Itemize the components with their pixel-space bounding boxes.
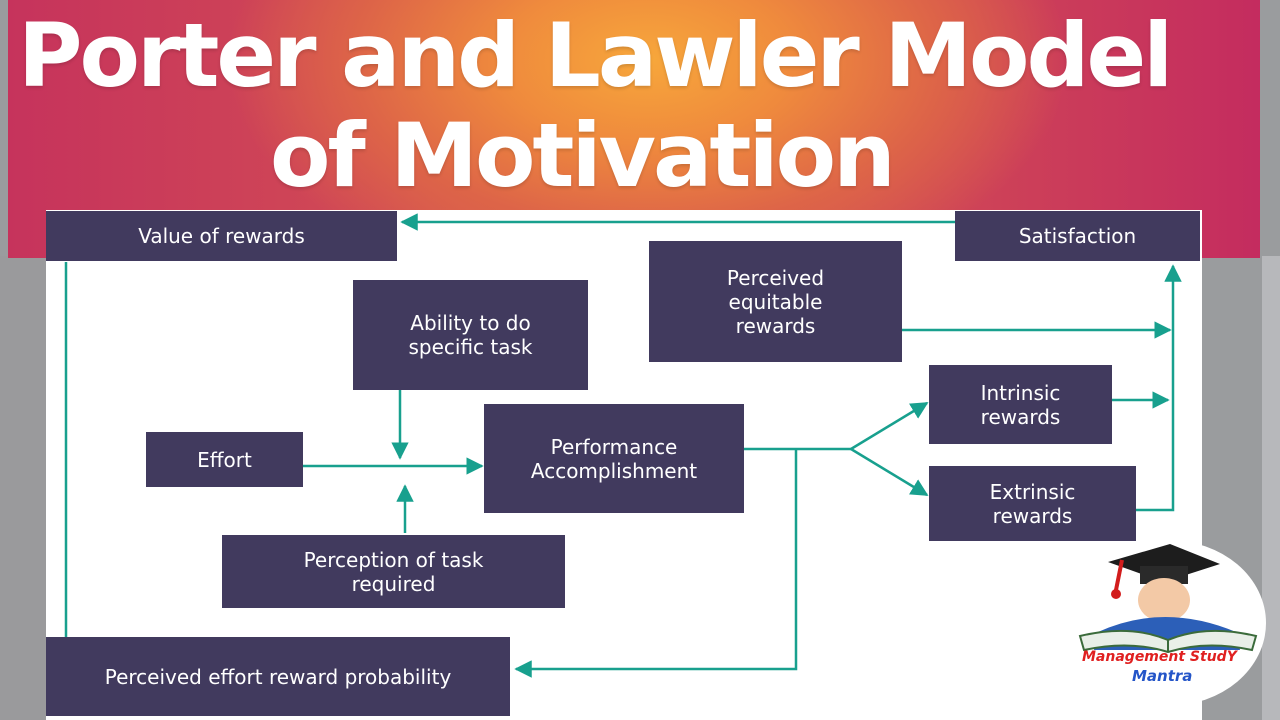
box-intrinsic-rewards: Intrinsic rewards (929, 365, 1112, 444)
logo (1070, 540, 1266, 706)
background-right (1262, 256, 1280, 720)
page-title-line-2: of Motivation (270, 104, 896, 207)
arrow-to-extrinsic (850, 447, 929, 497)
arrow-performance-to-probability (514, 449, 798, 678)
box-value-of-rewards: Value of rewards (46, 211, 397, 261)
box-performance-accomplishment: Performance Accomplishment (484, 404, 744, 513)
box-perception-of-task-required: Perception of task required (222, 535, 565, 608)
background-left (0, 256, 46, 720)
arrow-to-intrinsic (850, 401, 929, 451)
box-perceived-equitable-rewards: Perceived equitable rewards (649, 241, 902, 362)
page-title-line-1: Porter and Lawler Model (18, 4, 1173, 107)
box-ability-to-do-specific-task: Ability to do specific task (353, 280, 588, 390)
box-effort: Effort (146, 432, 303, 487)
arrow-extrinsic-to-satisfaction (1136, 264, 1182, 512)
box-satisfaction: Satisfaction (955, 211, 1200, 261)
logo-text-line-1: Management StudY (1082, 649, 1237, 665)
box-perceived-effort-reward-probability: Perceived effort reward probability (46, 637, 510, 716)
box-extrinsic-rewards: Extrinsic rewards (929, 466, 1136, 541)
graduate-reading-icon (1078, 544, 1258, 654)
logo-text-line-2: Mantra (1132, 667, 1193, 685)
